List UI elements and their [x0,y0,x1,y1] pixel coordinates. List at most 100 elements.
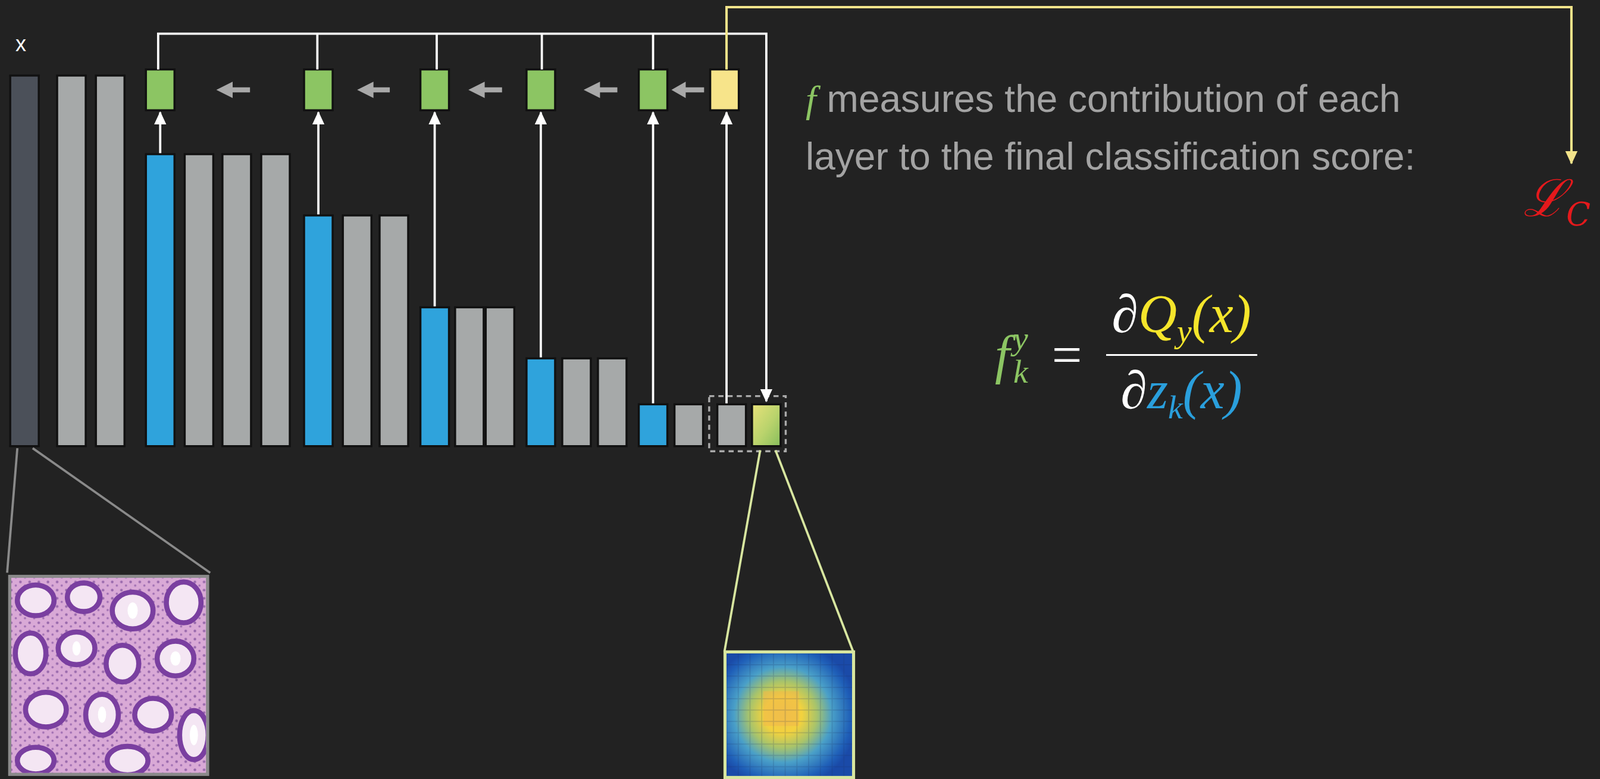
index-stack: y k [1013,321,1029,389]
gland [179,710,207,760]
green-square [639,69,668,111]
score-squares [145,69,739,111]
description-text: measures the contribution of each layer … [805,77,1415,178]
heatmap-frame [723,650,856,779]
layer-bar [342,215,372,447]
green-square [304,69,333,111]
yellow-square [710,69,740,111]
equation: f y k = ∂Qy(x) ∂zk(x) [994,284,1258,426]
up-arrow [652,112,655,404]
blue-bar [420,307,450,446]
score-argument: (x) [1191,284,1252,344]
up-arrow [158,112,162,154]
score-subscript: y [1176,312,1192,350]
layer-bar [184,154,214,447]
glands [15,581,207,773]
layer-bar [379,215,409,447]
score-symbol: Q [1138,284,1177,344]
equation-lhs: f y k [994,321,1029,389]
gland [112,592,154,629]
up-arrow [539,112,543,358]
heatmap-field [726,653,853,776]
up-arrows [160,112,727,404]
loss-symbol: ℒ [1523,168,1567,228]
left-arrows [216,81,705,98]
gland [17,747,55,773]
subscript: k [1013,355,1029,389]
activation-argument: (x) [1182,360,1243,420]
heatmap-grid [726,653,853,776]
heatmap [723,650,856,779]
zoom-line [724,450,761,652]
blue-bar [145,154,175,447]
green-square [420,69,450,111]
layer-bars [10,75,781,447]
layer-bar [597,358,627,447]
gland [58,631,96,665]
blue-bar [639,404,668,446]
lumen [72,640,81,656]
layer-bar [674,404,704,446]
tissue-ground [11,577,207,773]
layer-bar [95,75,125,447]
dashed-box [709,396,787,452]
function-symbol: f [994,325,1010,385]
collector-path [158,33,767,402]
layer-bar [562,358,591,447]
layer-bar [222,154,252,447]
collector-drop [540,33,544,70]
zoom-line [32,448,211,573]
gland [134,697,172,731]
left-arrow [468,81,503,98]
description-box: f measures the contribution of each laye… [805,70,1467,186]
gland [105,644,139,682]
left-arrow [216,81,251,98]
left-arrow [583,81,618,98]
gradient-bar [752,404,781,446]
gland [67,583,100,612]
gland [85,694,119,736]
gland [107,746,149,773]
function-symbol: f [805,77,817,121]
input-label: x [15,31,27,56]
collector-drop [315,33,319,70]
loss-subscript: C [1566,196,1591,234]
lumen [98,706,107,723]
gland [157,640,194,676]
zoom-line [7,448,18,573]
gland [17,584,55,616]
gland-lumens [72,602,199,745]
tissue-nuclei [11,577,207,773]
loss-symbol-box: ℒC [1523,172,1591,231]
up-arrow [317,112,320,215]
histology-image [8,574,210,776]
blue-bar [304,215,333,447]
activation-subscript: k [1168,388,1183,426]
superscript: y [1013,321,1029,356]
layer-bar [455,307,484,446]
green-square [526,69,556,111]
left-arrow [671,81,704,98]
numerator: ∂Qy(x) [1106,284,1258,356]
blue-bar [526,358,556,447]
lumen [189,724,199,745]
lumen [170,651,181,666]
collector-line [158,33,767,402]
partial-sign: ∂ [1121,360,1148,420]
gland [166,581,202,623]
gland [15,633,46,675]
input-bar [10,75,39,447]
up-arrow [725,112,728,404]
partial-sign: ∂ [1112,284,1139,344]
zoom-lines [7,448,854,651]
green-square [145,69,175,111]
activation-symbol: z [1147,360,1169,420]
lumen [127,602,138,619]
layer-bar [57,75,86,447]
layer-bar [485,307,515,446]
up-arrow [433,112,437,307]
layer-bar [717,404,747,446]
patch-frame [8,574,210,776]
collector-drop [435,33,438,70]
layer-bar [261,154,290,447]
